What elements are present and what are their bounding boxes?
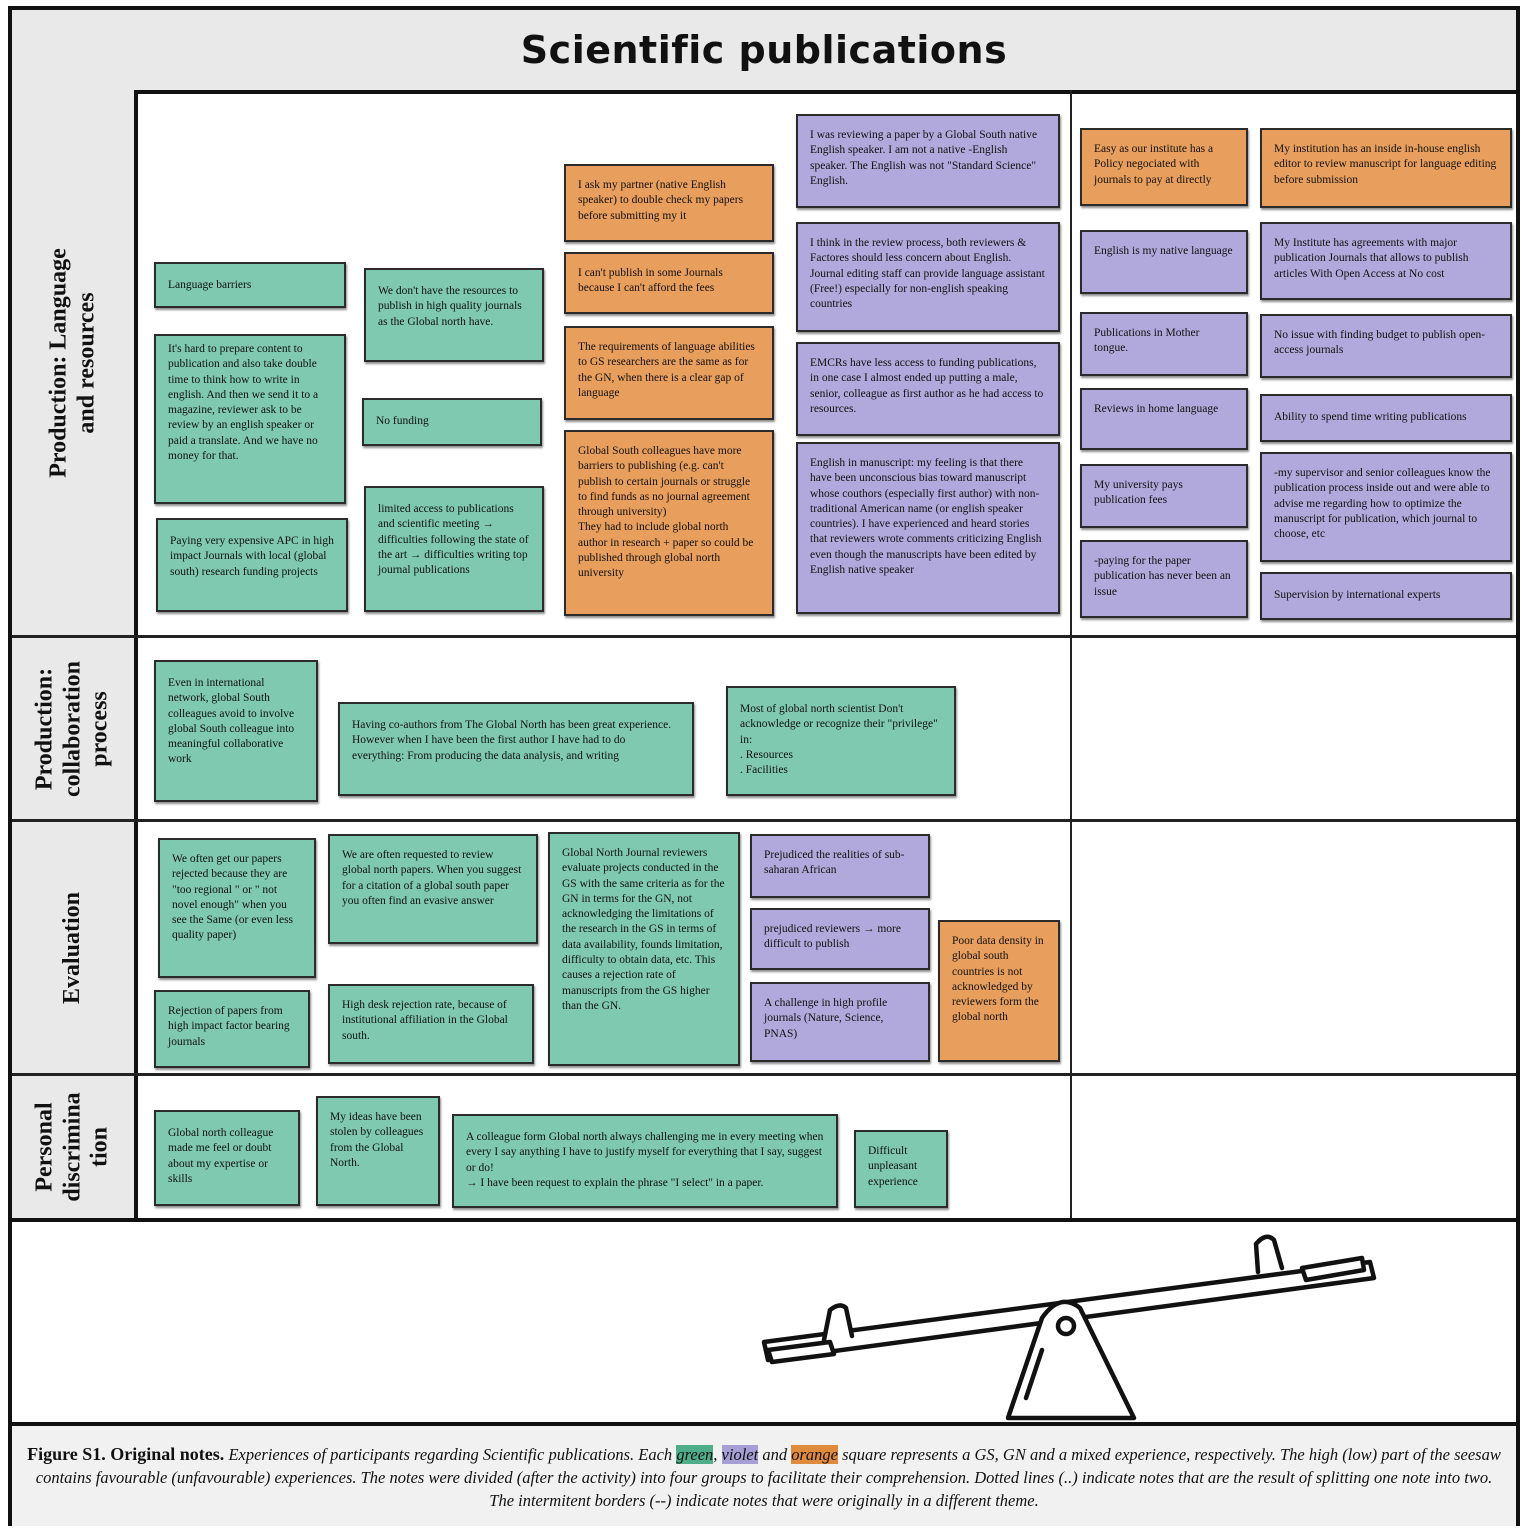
note-green: Language barriers [154, 262, 346, 308]
note-green: We don't have the resources to publish i… [364, 268, 544, 362]
caption-violet-highlight: violet [721, 1445, 759, 1464]
note-green: Most of global north scientist Don't ack… [726, 686, 956, 796]
caption-and: and [762, 1445, 788, 1464]
caption-title: Figure S1. Original notes. [27, 1444, 225, 1464]
note-orange: The requirements of language abilities t… [564, 326, 774, 420]
label-line: collaboration [59, 660, 86, 797]
note-green: Having co-authors from The Global North … [338, 702, 694, 796]
title-bar: Scientific publications [12, 10, 1516, 94]
label-line: and resources [73, 291, 99, 434]
row-evaluation: Evaluation We often get our papers rejec… [12, 822, 1516, 1076]
note-violet: I was reviewing a paper by a Global Sout… [796, 114, 1060, 208]
caption-green-highlight: green [676, 1445, 714, 1464]
label-line: process [86, 690, 113, 767]
note-violet: Reviews in home language [1080, 388, 1248, 450]
note-green: It's hard to prepare content to publicat… [154, 334, 346, 504]
label-line: discrimina [59, 1092, 86, 1202]
note-green: My ideas have been stolen by colleagues … [316, 1096, 440, 1206]
note-green: Paying very expensive APC in high impact… [156, 518, 348, 612]
note-violet: Supervision by international experts [1260, 572, 1512, 620]
note-violet: A challenge in high profile journals (Na… [750, 982, 930, 1062]
note-green: Difficult unpleasant experience [854, 1130, 948, 1208]
note-orange: I ask my partner (native English speaker… [564, 164, 774, 242]
note-orange: Easy as our institute has a Policy negoc… [1080, 128, 1248, 206]
seesaw-icon [761, 1234, 1377, 1421]
note-violet: -paying for the paper publication has ne… [1080, 540, 1248, 618]
seesaw-area [12, 1222, 1516, 1426]
figure-caption: Figure S1. Original notes. Experiences o… [12, 1426, 1516, 1526]
note-violet: English is my native language [1080, 230, 1248, 294]
note-orange: My institution has an inside in-house en… [1260, 128, 1512, 208]
note-green: High desk rejection rate, because of ins… [328, 984, 534, 1064]
row-label-evaluation: Evaluation [12, 822, 138, 1073]
note-violet: Publications in Mother tongue. [1080, 312, 1248, 376]
caption-comma: , [713, 1445, 718, 1464]
note-violet: -my supervisor and senior colleagues kno… [1260, 452, 1512, 562]
caption-orange-highlight: orange [791, 1445, 838, 1464]
note-orange: Global South colleagues have more barrie… [564, 430, 774, 616]
label-line: Personal [31, 1102, 58, 1192]
caption-text: Experiences of participants regarding Sc… [228, 1445, 673, 1464]
note-green: No funding [362, 398, 542, 446]
figure-frame: Scientific publications Production: Lang… [8, 6, 1520, 1526]
column-divider [1070, 822, 1072, 1073]
note-green: We are often requested to review global … [328, 834, 538, 944]
column-divider [1070, 1076, 1072, 1218]
note-violet: I think in the review process, both revi… [796, 222, 1060, 332]
page-title: Scientific publications [520, 28, 1008, 72]
note-violet: English in manuscript: my feeling is tha… [796, 442, 1060, 614]
label-line: Production: [31, 667, 58, 790]
note-violet: EMCRs have less access to funding public… [796, 342, 1060, 436]
label-line: tion [86, 1127, 113, 1168]
column-divider [1070, 638, 1072, 819]
column-divider [1070, 90, 1072, 635]
note-green: limited access to publications and scien… [364, 486, 544, 612]
note-green: A colleague form Global north always cha… [452, 1114, 838, 1208]
note-violet: Prejudiced the realities of sub-saharan … [750, 834, 930, 898]
note-violet: My university pays publication fees [1080, 464, 1248, 528]
label-line: Production: Language [45, 247, 72, 478]
note-violet: Ability to spend time writing publicatio… [1260, 394, 1512, 442]
note-orange: Poor data density in global south countr… [938, 920, 1060, 1062]
note-green: We often get our papers rejected because… [158, 838, 316, 978]
note-violet: No issue with finding budget to publish … [1260, 314, 1512, 378]
note-violet: My Institute has agreements with major p… [1260, 222, 1512, 300]
note-violet: prejudiced reviewers → more difficult to… [750, 908, 930, 970]
row-label-text: Evaluation [59, 891, 86, 1004]
note-green: Even in international network, global So… [154, 660, 318, 802]
note-green: Rejection of papers from high impact fac… [154, 990, 310, 1068]
note-green: Global North Journal reviewers evaluate … [548, 832, 740, 1066]
caption-text: square represents a GS, GN and a mixed e… [35, 1445, 1501, 1510]
note-green: Global north colleague made me feel or d… [154, 1110, 300, 1206]
note-orange: I can't publish in some Journals because… [564, 252, 774, 314]
